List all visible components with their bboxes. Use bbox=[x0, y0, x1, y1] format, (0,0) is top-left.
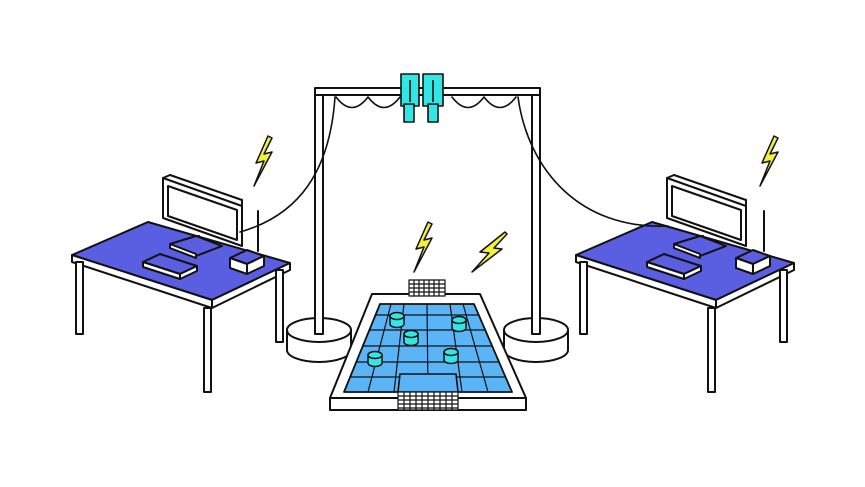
hanging-cable bbox=[335, 96, 517, 109]
camera-icon bbox=[400, 73, 444, 123]
router-icon bbox=[735, 210, 771, 275]
right-desk-leg bbox=[779, 269, 788, 343]
monitor-icon bbox=[162, 174, 243, 259]
gantry-post-right bbox=[531, 93, 541, 335]
right-desk-leg bbox=[579, 261, 588, 335]
monitor-icon bbox=[666, 174, 747, 259]
left-desk-leg bbox=[275, 269, 284, 343]
robots bbox=[367, 311, 467, 368]
lightning-icon bbox=[471, 231, 508, 273]
left-desk-leg bbox=[75, 261, 84, 335]
goal-net-icon bbox=[397, 373, 459, 411]
robot-icon bbox=[367, 350, 383, 368]
lightning-icon bbox=[413, 221, 433, 273]
right-desk bbox=[575, 174, 795, 393]
cable-right bbox=[517, 96, 669, 227]
left-desk-leg bbox=[203, 307, 212, 393]
soccer-field bbox=[329, 279, 527, 411]
keyboard-icon bbox=[646, 253, 702, 280]
camera-gantry bbox=[239, 87, 669, 363]
left-desk bbox=[71, 174, 291, 393]
robot-icon bbox=[451, 315, 467, 333]
robot-icon bbox=[443, 347, 459, 365]
right-desk-leg bbox=[707, 307, 716, 393]
robot-icon bbox=[403, 329, 419, 347]
keyboard-icon bbox=[142, 253, 198, 280]
lightning-icon bbox=[253, 135, 273, 187]
lightning-icon bbox=[759, 135, 779, 187]
router-icon bbox=[229, 210, 265, 275]
goal-net-icon bbox=[408, 279, 446, 297]
gantry-post-left bbox=[314, 93, 324, 335]
cable-left bbox=[239, 96, 336, 233]
robot-icon bbox=[389, 311, 405, 329]
